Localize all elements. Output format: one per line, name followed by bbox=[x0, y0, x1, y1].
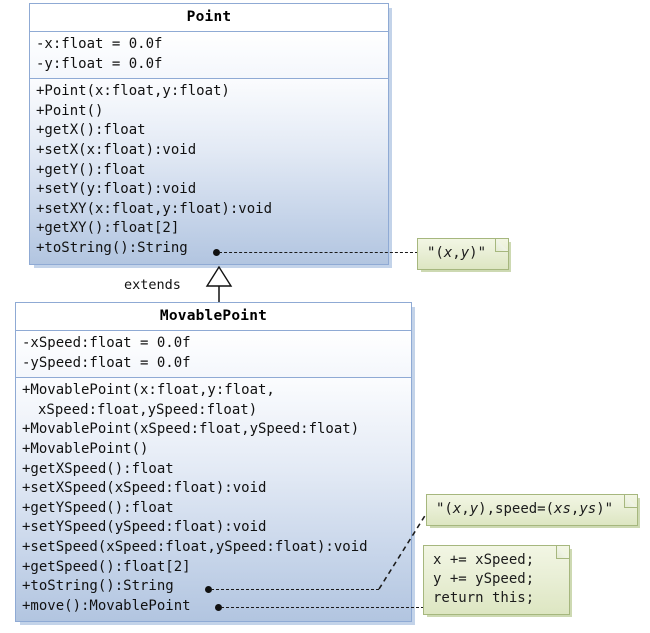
extends-label: extends bbox=[124, 277, 181, 293]
method-line: +MovablePoint() bbox=[22, 440, 149, 457]
note-text-point-tostring: "(x,y)" bbox=[427, 245, 487, 261]
inheritance-arrow bbox=[205, 265, 233, 303]
note-move-body: x += xSpeed; y += ySpeed; return this; bbox=[423, 545, 570, 615]
attribute-line: -y:float = 0.0f bbox=[36, 55, 163, 72]
note-line-move-body: x += xSpeed; bbox=[433, 552, 535, 568]
note-point-tostring: "(x,y)" bbox=[417, 238, 509, 270]
method-line: +Point() bbox=[36, 102, 104, 119]
note-fold-corner bbox=[495, 238, 509, 252]
method-line: +getYSpeed():float bbox=[22, 499, 174, 516]
connector-line-point-tostring bbox=[219, 252, 418, 253]
method-line-tostring: +toString():String bbox=[22, 578, 174, 595]
method-line-tostring: +toString():String bbox=[36, 239, 188, 256]
method-line: +setXSpeed(xSpeed:float):void bbox=[22, 480, 267, 497]
attribute-line: -x:float = 0.0f bbox=[36, 36, 163, 52]
note-movablepoint-tostring: "(x,y),speed=(xs,ys)" bbox=[426, 494, 638, 526]
method-line: +setY(y:float):void bbox=[36, 181, 197, 198]
connector-line-movablepoint-move bbox=[221, 607, 424, 608]
method-line: +setSpeed(xSpeed:float,ySpeed:float):voi… bbox=[22, 538, 368, 555]
method-line-continuation: xSpeed:float,ySpeed:float) bbox=[38, 401, 258, 418]
method-line-move: +move():MovablePoint bbox=[22, 597, 191, 614]
connector-anchor-point-tostring bbox=[213, 249, 220, 256]
connector-line-movablepoint-tostring bbox=[211, 589, 379, 590]
method-line: +getXY():float[2] bbox=[36, 220, 180, 237]
class-box-movablepoint[interactable]: MovablePoint -xSpeed:float = 0.0f -ySpee… bbox=[15, 302, 412, 623]
methods-section-point: +Point(x:float,y:float) +Point() +getX()… bbox=[30, 79, 388, 264]
class-name-movablepoint: MovablePoint bbox=[16, 303, 411, 331]
attribute-line: -xSpeed:float = 0.0f bbox=[22, 335, 191, 351]
method-line: +getXSpeed():float bbox=[22, 460, 174, 477]
method-line: +MovablePoint(xSpeed:float,ySpeed:float) bbox=[22, 421, 360, 438]
attributes-section-movablepoint: -xSpeed:float = 0.0f -ySpeed:float = 0.0… bbox=[16, 331, 411, 379]
connector-line-movablepoint-tostring-diagonal bbox=[378, 513, 427, 590]
method-line: +MovablePoint(x:float,y:float, bbox=[22, 382, 275, 399]
connector-anchor-movablepoint-tostring bbox=[205, 586, 212, 593]
class-name-point: Point bbox=[30, 4, 388, 32]
method-line: +setX(x:float):void bbox=[36, 141, 197, 158]
connector-anchor-movablepoint-move bbox=[215, 604, 222, 611]
class-box-point[interactable]: Point -x:float = 0.0f -y:float = 0.0f +P… bbox=[29, 3, 389, 265]
method-line: +getX():float bbox=[36, 122, 146, 139]
method-line: +getSpeed():float[2] bbox=[22, 558, 191, 575]
method-line: +setYSpeed(ySpeed:float):void bbox=[22, 519, 267, 536]
note-fold-corner bbox=[556, 545, 570, 559]
method-line: +getY():float bbox=[36, 161, 146, 178]
note-line-move-body: return this; bbox=[433, 590, 535, 606]
method-line: +setXY(x:float,y:float):void bbox=[36, 200, 273, 217]
note-fold-corner bbox=[624, 494, 638, 508]
methods-section-movablepoint: +MovablePoint(x:float,y:float, xSpeed:fl… bbox=[16, 378, 411, 622]
note-text-movablepoint-tostring: "(x,y),speed=(xs,ys)" bbox=[436, 501, 614, 517]
note-line-move-body: y += ySpeed; bbox=[433, 571, 535, 587]
method-line: +Point(x:float,y:float) bbox=[36, 83, 230, 100]
attributes-section-point: -x:float = 0.0f -y:float = 0.0f bbox=[30, 32, 388, 80]
attribute-line: -ySpeed:float = 0.0f bbox=[22, 354, 191, 371]
